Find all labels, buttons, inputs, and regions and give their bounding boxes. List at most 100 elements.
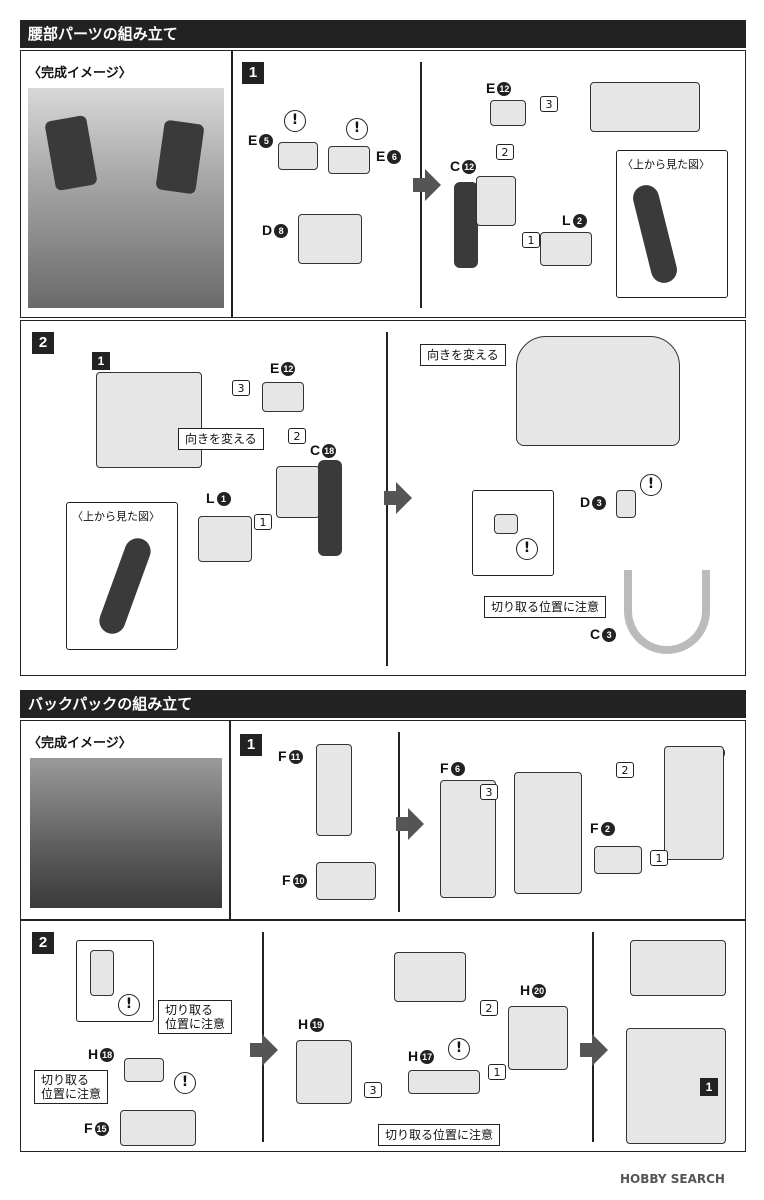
waist-step2-number: 2	[32, 332, 54, 354]
backpack-s2-part-h20	[508, 1006, 568, 1070]
waist-s2-cut-note: 切り取る位置に注意	[484, 596, 607, 618]
waist-s1-step-arrow-shaft	[413, 178, 425, 192]
waist-s1-part-l2	[540, 232, 592, 266]
backpack-s2-cut-note-c: 切り取る位置に注意	[378, 1124, 501, 1146]
waist-s2-part-c3-tube	[624, 570, 710, 654]
waist-complete-label: 〈完成イメージ〉	[28, 66, 132, 81]
waist-s2-part-d3	[616, 490, 636, 518]
waist-s1-hex-2: 2	[496, 144, 514, 160]
backpack-s1-hex-3: 3	[480, 784, 498, 800]
backpack-s2-part-h18	[124, 1058, 164, 1082]
backpack-s1-part-f11	[316, 744, 352, 836]
backpack-s2-part-f15	[120, 1110, 196, 1146]
backpack-s2-part-top	[394, 952, 466, 1002]
backpack-s2-step-arrow-a	[262, 1034, 278, 1066]
backpack-s1-part-f2	[594, 846, 642, 874]
backpack-s2-hex-2: 2	[480, 1000, 498, 1016]
waist-s1-exclamation-b: !	[346, 118, 368, 140]
waist-s2-part-l1	[198, 516, 252, 562]
backpack-s2-exclamation-detail: !	[118, 994, 140, 1016]
backpack-s1-step-arrow	[408, 808, 424, 840]
backpack-s1-part-f10	[316, 862, 376, 900]
waist-s2-part-c18-frame	[276, 466, 320, 518]
backpack-s2-exclamation-h17: !	[448, 1038, 470, 1060]
backpack-s2-cut-note-b: 切り取る位置に注意	[34, 1070, 109, 1104]
waist-s2-part-e12	[262, 382, 304, 412]
waist-s2-part-c18	[318, 460, 342, 556]
waist-s2-exclamation-detail: !	[516, 538, 538, 560]
backpack-s2-hex-3: 3	[364, 1082, 382, 1098]
backpack-s1-hex-2: 2	[616, 762, 634, 778]
waist-s1-part-c12	[454, 182, 478, 268]
waist-s2-hex-3: 3	[232, 380, 250, 396]
backpack-s2-step-arrow-a-shaft	[250, 1043, 262, 1057]
waist-s1-part-e5	[278, 142, 318, 170]
backpack-s2-exclamation-h18: !	[174, 1072, 196, 1094]
waist-s2-top-view-label: 〈上から見た図〉	[72, 510, 160, 523]
waist-s1-part-c12-frame	[476, 176, 516, 226]
waist-s1-exclamation-a: !	[284, 110, 306, 132]
waist-step1-number: 1	[242, 62, 264, 84]
backpack-s2-step-arrow-b-shaft	[580, 1043, 592, 1057]
waist-s2-step-arrow	[396, 482, 412, 514]
waist-s1-step-arrow	[425, 169, 441, 201]
backpack-s2-subnumber: 1	[700, 1078, 718, 1096]
section-title-waist: 腰部パーツの組み立て	[20, 20, 746, 48]
backpack-s1-part-f14	[664, 746, 724, 860]
backpack-complete-photo	[30, 758, 222, 908]
waist-s2-turn-note-right: 向きを変える	[420, 344, 506, 366]
backpack-s2-part-h17	[408, 1070, 480, 1094]
waist-s1-part-e6	[328, 146, 370, 174]
backpack-s1-part-center	[514, 772, 582, 894]
backpack-s1-hex-1: 1	[650, 850, 668, 866]
backpack-step1-number: 1	[240, 734, 262, 756]
waist-s1-top-view-label: 〈上から見た図〉	[622, 158, 710, 171]
waist-step2-subnumber: 1	[92, 352, 110, 370]
waist-s1-part-d8	[298, 214, 362, 264]
waist-s1-hex-1: 1	[522, 232, 540, 248]
waist-s2-hex-2: 2	[288, 428, 306, 444]
waist-s1-part-e12	[490, 100, 526, 126]
waist-s2-part-waist-assembly	[516, 336, 680, 446]
backpack-complete-label: 〈完成イメージ〉	[28, 736, 132, 751]
waist-s1-hex-3: 3	[540, 96, 558, 112]
waist-s1-part-assembly	[590, 82, 700, 132]
waist-s2-hex-1: 1	[254, 514, 272, 530]
backpack-s2-part-h19	[296, 1040, 352, 1104]
waist-s2-part-assembly	[96, 372, 202, 468]
backpack-s2-detail-box	[76, 940, 154, 1022]
waist-s2-step-arrow-shaft	[384, 491, 396, 505]
waist-s2-detail-part	[494, 514, 518, 534]
backpack-step2-number: 2	[32, 932, 54, 954]
waist-s2-turn-note-left: 向きを変える	[178, 428, 264, 450]
backpack-s2-part-final-top	[630, 940, 726, 996]
section-title-backpack: バックパックの組み立て	[20, 690, 746, 718]
backpack-s2-hex-1: 1	[488, 1064, 506, 1080]
watermark: HOBBY SEARCH	[620, 1172, 725, 1186]
waist-s2-exclamation-d3: !	[640, 474, 662, 496]
backpack-s2-detail-part	[90, 950, 114, 996]
backpack-s2-step-arrow-b	[592, 1034, 608, 1066]
backpack-s1-step-arrow-shaft	[396, 817, 408, 831]
backpack-s2-cut-note-a: 切り取る位置に注意	[158, 1000, 233, 1034]
